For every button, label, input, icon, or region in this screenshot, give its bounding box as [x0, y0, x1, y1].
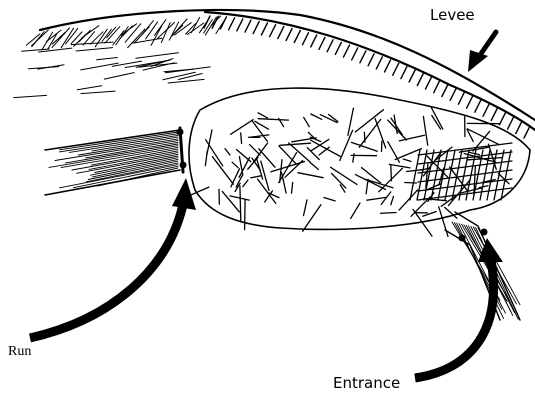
- arrow-down-left-icon: [468, 32, 496, 72]
- curved-arrow-up-icon: [30, 178, 196, 338]
- brush-trap: [185, 88, 530, 236]
- run-label: Run: [8, 345, 31, 359]
- run-channel: [45, 128, 186, 195]
- entrance-label: Entrance: [333, 376, 400, 391]
- entrance-chute: [445, 212, 520, 320]
- levee-label: Levee: [430, 8, 475, 23]
- curved-arrow-up-icon: [415, 238, 503, 378]
